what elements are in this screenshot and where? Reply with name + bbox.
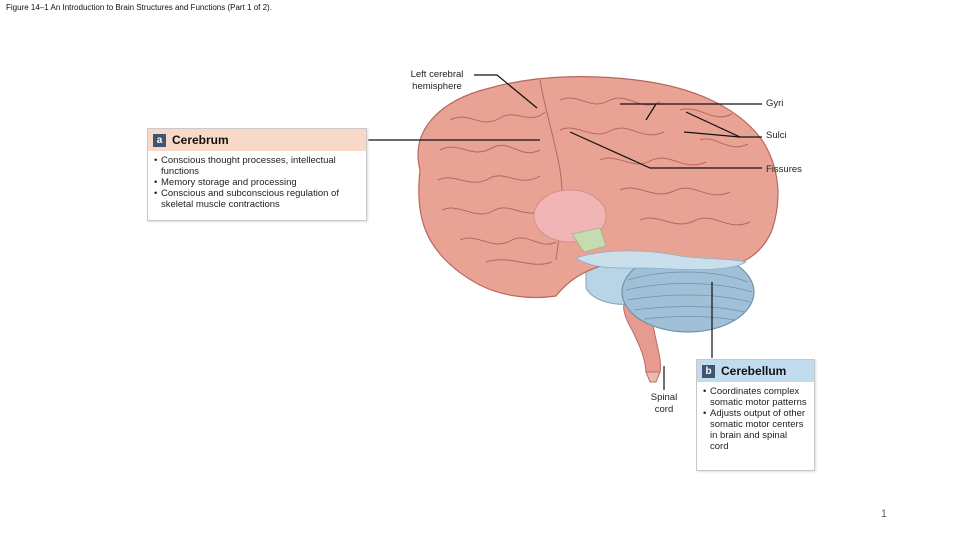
deep-structure-blue	[575, 250, 748, 271]
cerebrum-gyri	[437, 79, 751, 265]
leader-lines	[368, 74, 762, 390]
cerebrum-title: Cerebrum	[172, 133, 229, 147]
spinal-cord-lower	[645, 371, 661, 383]
sulci-label: Sulci	[766, 130, 787, 141]
cerebellum-folia	[625, 271, 753, 321]
cerebrum-function-list: Conscious thought processes, intellectua…	[148, 155, 366, 214]
left-hemisphere-label: Left cerebral hemisphere	[410, 69, 464, 92]
list-item: Conscious and subconscious regulation of…	[154, 188, 360, 210]
list-item: Conscious thought processes, intellectua…	[154, 155, 360, 177]
spinal-cord-label: Spinal cord	[650, 392, 678, 415]
list-item: Adjusts output of other somatic motor ce…	[703, 408, 808, 452]
cerebellum-function-list: Coordinates complex somatic motor patter…	[697, 386, 814, 456]
deep-structure-pink	[533, 189, 607, 243]
cerebellum-letter-badge: b	[702, 364, 715, 378]
cerebrum-box-header: a Cerebrum	[148, 129, 366, 151]
list-item: Coordinates complex somatic motor patter…	[703, 386, 808, 408]
gyri-label: Gyri	[766, 98, 784, 109]
fissures-label: Fissures	[766, 164, 802, 175]
page-number: 1	[880, 508, 887, 520]
cerebellum-box-header: b Cerebellum	[697, 360, 814, 382]
figure-title: Figure 14–1 An Introduction to Brain Str…	[6, 3, 272, 12]
list-item: Memory storage and processing	[154, 177, 360, 188]
cerebrum-info-box: a Cerebrum Conscious thought processes, …	[147, 128, 367, 221]
deep-structure-green	[571, 227, 607, 253]
cerebellum-title: Cerebellum	[721, 364, 787, 378]
cerebellum-info-box: b Cerebellum Coordinates complex somatic…	[696, 359, 815, 471]
cerebrum-letter-badge: a	[153, 133, 166, 147]
